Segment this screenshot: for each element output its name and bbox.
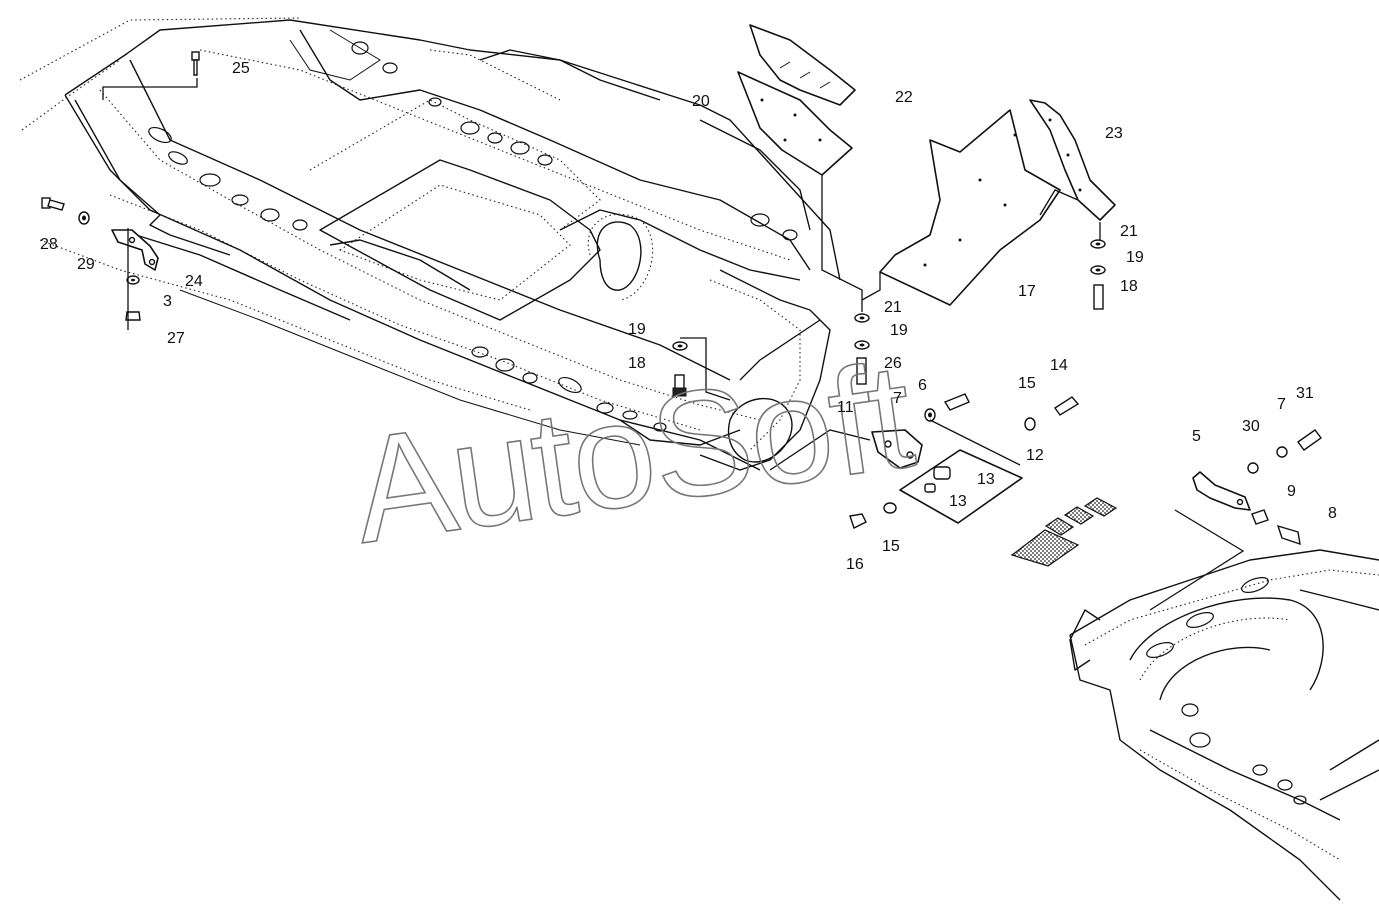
callout-8: 8 [1328,505,1337,522]
callout-3: 3 [163,293,172,310]
callout-28: 28 [40,236,58,253]
callout-19-right: 19 [1126,249,1144,266]
callout-18-left: 18 [628,355,646,372]
callouts: 25 20 22 23 28 29 24 3 27 21 19 18 17 21… [40,60,1337,573]
callout-7-center: 7 [893,390,902,407]
callout-9: 9 [1287,483,1296,500]
callout-20: 20 [692,93,710,110]
callout-7-right: 7 [1277,396,1286,413]
callout-30: 30 [1242,418,1260,435]
callout-19-left: 19 [628,321,646,338]
callout-6: 6 [918,377,927,394]
hardware [41,51,1322,546]
panel-20 [737,71,853,176]
callout-23: 23 [1105,125,1123,142]
callout-24: 24 [185,273,203,290]
callout-27: 27 [167,330,185,347]
callout-15-bottom: 15 [882,538,900,555]
panel-22 [749,24,856,106]
callout-16: 16 [846,556,864,573]
callout-22: 22 [895,89,913,106]
callout-14: 14 [1050,357,1068,374]
plate-12 [899,449,1023,524]
callout-12: 12 [1026,447,1044,464]
callout-31: 31 [1296,385,1314,402]
callout-13-lower: 13 [949,493,967,510]
callout-11: 11 [837,399,854,416]
callout-19-center: 19 [890,322,908,339]
callout-13-upper: 13 [977,471,995,488]
bracket-5 [1192,471,1251,511]
callout-15-top: 15 [1018,375,1036,392]
bracket-11 [871,429,923,469]
callout-29: 29 [77,256,95,273]
bracket-24 [111,229,159,271]
callout-18-right: 18 [1120,278,1138,295]
callout-17: 17 [1018,283,1036,300]
leader-lines [102,78,1245,611]
callout-5: 5 [1192,428,1201,445]
main-frame [19,17,841,471]
panel-17 [879,109,1061,306]
panel-23 [1029,99,1116,221]
lower-right-frame [1069,549,1379,901]
callout-21-center: 21 [884,299,902,316]
callout-25: 25 [232,60,250,77]
callout-21-right: 21 [1120,223,1138,240]
callout-26: 26 [884,355,902,372]
direction-arrow [1010,497,1118,567]
